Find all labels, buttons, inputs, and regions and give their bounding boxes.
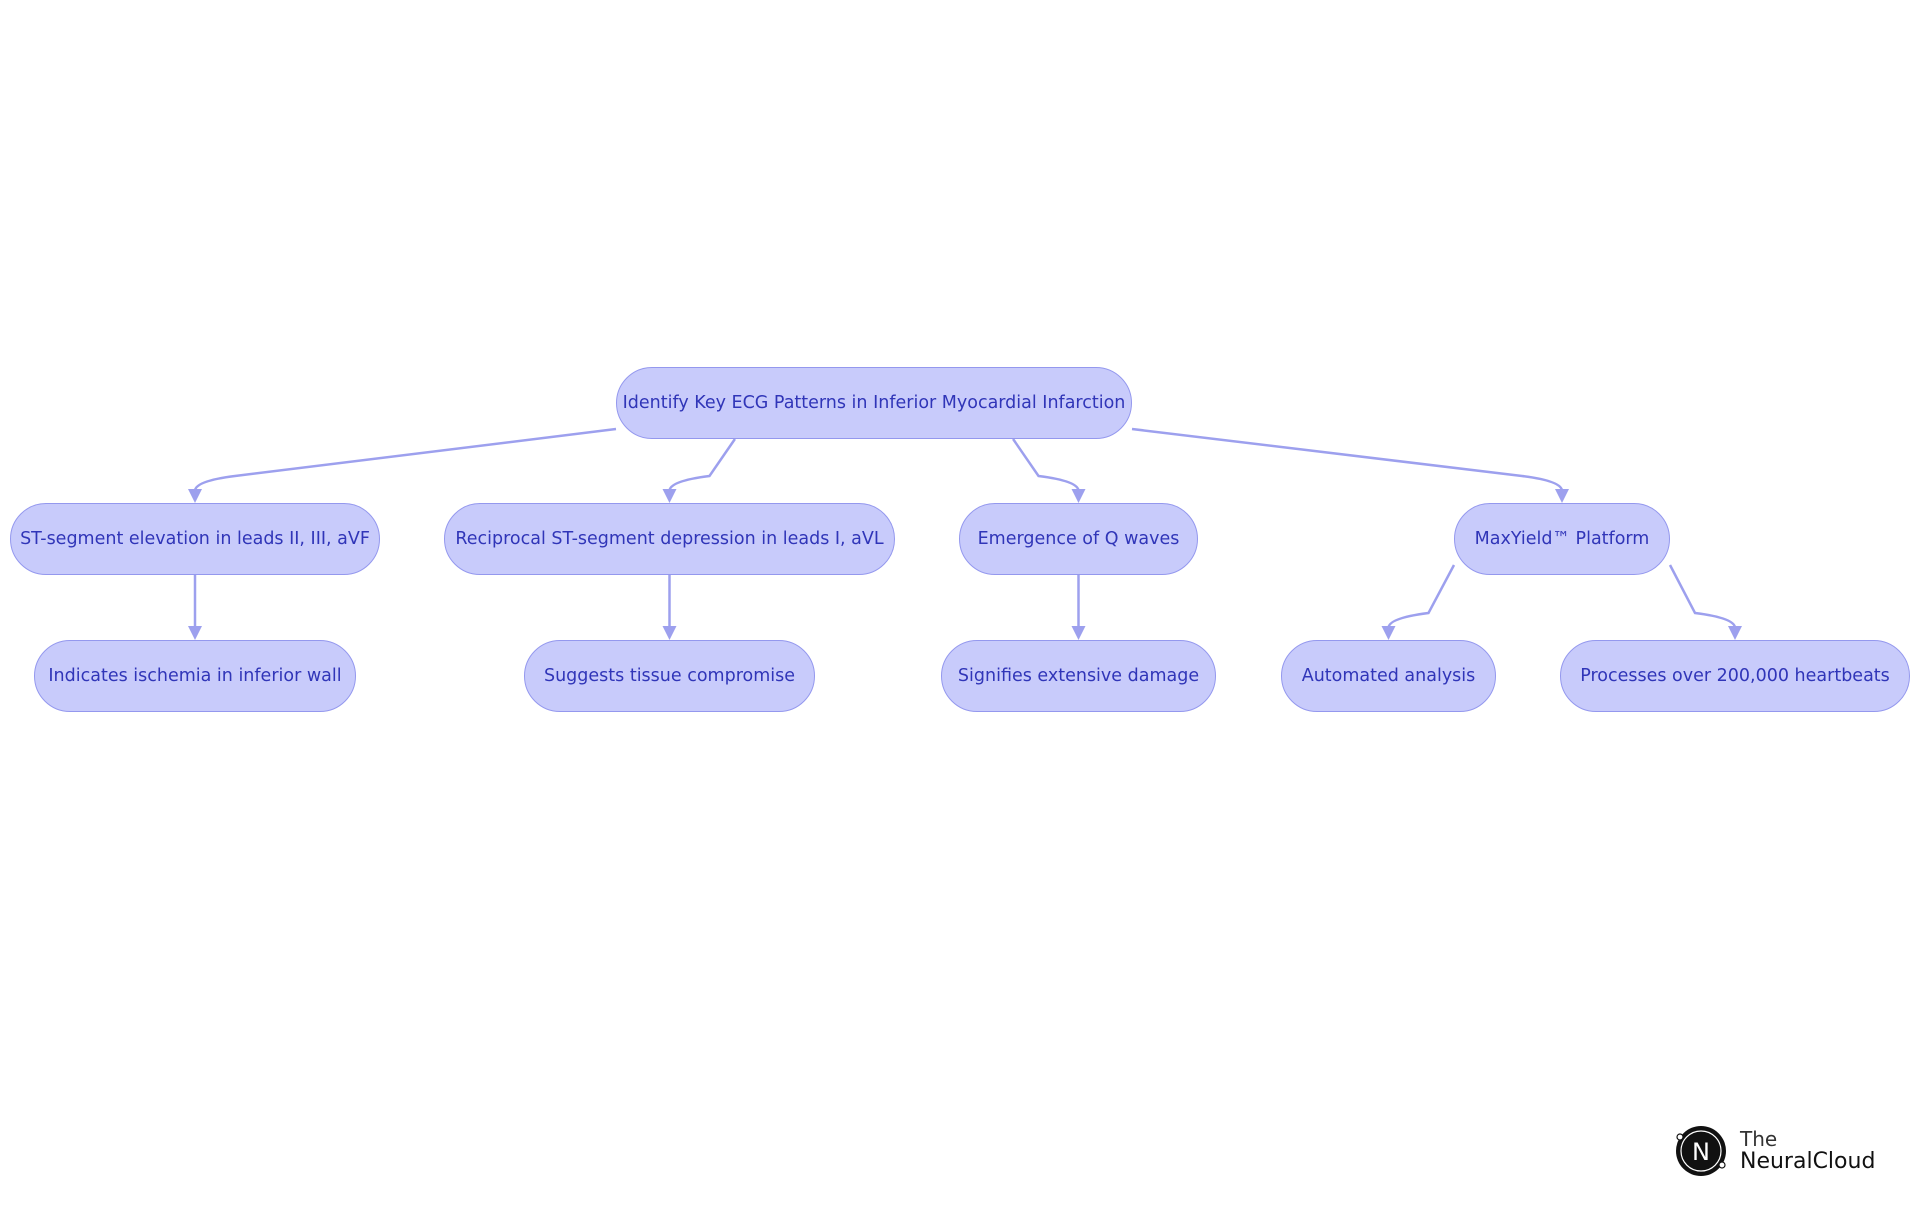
tissue-compromise-node: Suggests tissue compromise: [524, 640, 815, 712]
connector-root-to-maxyield: [1131, 427, 1564, 492]
logo-mark-letter: N: [1692, 1138, 1710, 1166]
arrowhead-maxyield: [1555, 489, 1569, 503]
arrowhead-q-waves: [1071, 489, 1086, 503]
arrowhead-automated: [1381, 626, 1396, 640]
arrowhead-heartbeats: [1728, 626, 1742, 640]
arrowhead-reciprocal: [662, 489, 677, 503]
connector-root-to-reciprocal: [668, 438, 736, 492]
connector-maxyield-to-automated: [1387, 564, 1456, 629]
neuralcloud-logo: N The NeuralCloud: [1674, 1124, 1875, 1178]
neuralcloud-logo-icon: N: [1676, 1126, 1726, 1176]
q-waves-node: Emergence of Q waves: [959, 503, 1198, 575]
reciprocal-depression-node: Reciprocal ST-segment depression in lead…: [444, 503, 895, 575]
heartbeats-node: Processes over 200,000 heartbeats: [1560, 640, 1910, 712]
arrowhead-ischemia: [188, 626, 202, 640]
ischemia-node: Indicates ischemia in inferior wall: [34, 640, 356, 712]
logo-wordmark: The NeuralCloud: [1740, 1126, 1876, 1174]
arrowhead-st-elevation: [188, 489, 202, 503]
logo-line-the: The: [1740, 1126, 1778, 1151]
connector-root-to-st-elevation: [193, 427, 617, 492]
arrowhead-tissue: [662, 626, 677, 640]
logo-line-neuralcloud: NeuralCloud: [1740, 1148, 1876, 1174]
connector-root-to-q-waves: [1012, 438, 1080, 492]
automated-analysis-node: Automated analysis: [1281, 640, 1496, 712]
extensive-damage-node: Signifies extensive damage: [941, 640, 1216, 712]
arrowhead-damage: [1071, 626, 1086, 640]
root-node: Identify Key ECG Patterns in Inferior My…: [616, 367, 1132, 439]
maxyield-platform-node: MaxYield™ Platform: [1454, 503, 1670, 575]
st-elevation-node: ST-segment elevation in leads II, III, a…: [10, 503, 380, 575]
connector-maxyield-to-heartbeats: [1668, 564, 1737, 629]
